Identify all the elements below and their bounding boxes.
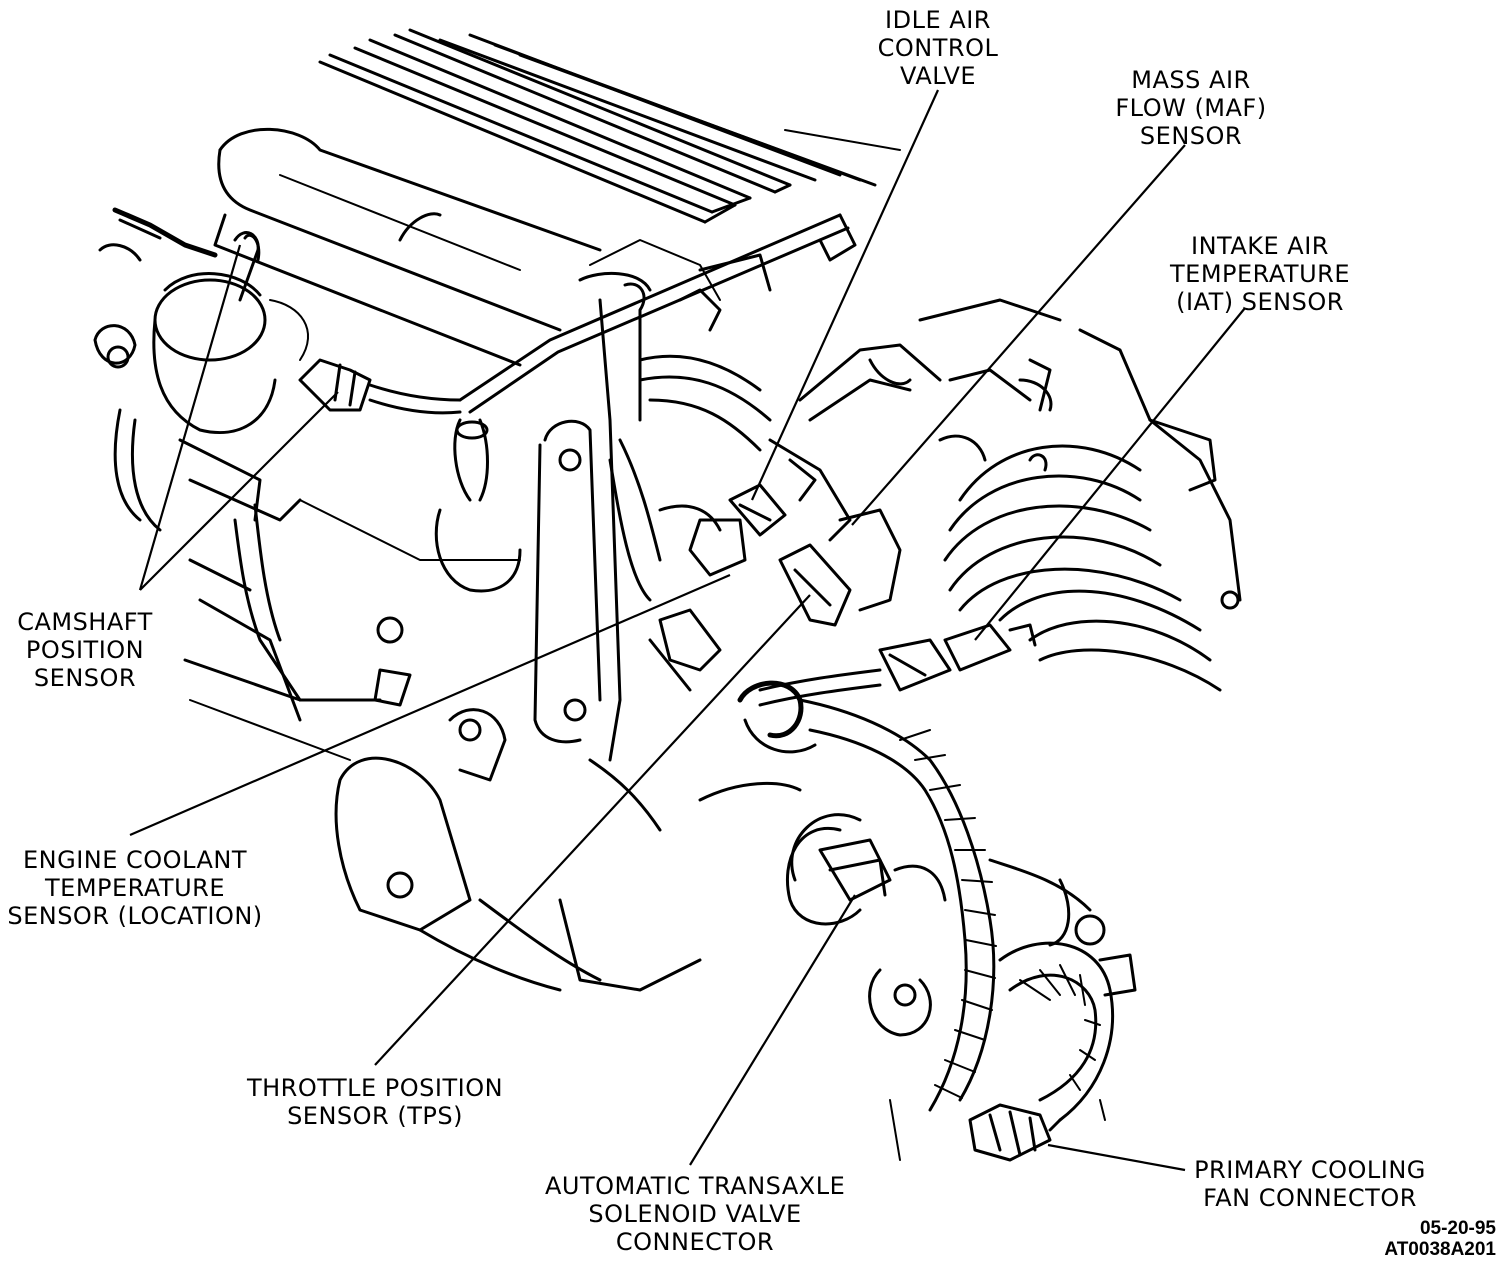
label-line: PRIMARY COOLING xyxy=(1194,1156,1426,1184)
leader-camshaft-a xyxy=(138,244,242,591)
label-line: THROTTLE POSITION xyxy=(246,1074,504,1102)
leader-lines xyxy=(129,89,1246,1172)
leader-camshaft-b xyxy=(139,391,339,591)
label-line: IDLE AIR xyxy=(885,6,991,34)
leader-tps xyxy=(374,594,811,1066)
leader-maf xyxy=(851,144,1186,526)
leader-idle-air xyxy=(750,89,940,501)
air-intake-duct xyxy=(798,298,1242,692)
camshaft-sensor-harness xyxy=(112,207,462,415)
label-transaxle-solenoid-connector: AUTOMATIC TRANSAXLE SOLENOID VALVE CONNE… xyxy=(545,1172,845,1256)
label-line: INTAKE AIR xyxy=(1191,232,1329,260)
label-line: FAN CONNECTOR xyxy=(1203,1184,1417,1212)
lower-transaxle xyxy=(334,616,1137,1162)
upper-intake-plenum xyxy=(213,127,721,367)
label-iat-sensor: INTAKE AIR TEMPERATURE (IAT) SENSOR xyxy=(1160,232,1360,316)
label-line: FLOW (MAF) xyxy=(1115,94,1267,122)
iat-connector xyxy=(758,623,1037,707)
intake-manifold-fins xyxy=(318,28,901,224)
label-line: POSITION xyxy=(25,636,145,664)
leader-ect xyxy=(129,573,731,837)
label-line: SENSOR xyxy=(33,664,137,692)
leader-cooling-fan xyxy=(1047,1143,1186,1172)
label-line: CONTROL xyxy=(877,34,999,62)
leader-iat xyxy=(974,307,1246,641)
wiring-harness xyxy=(737,680,997,1112)
label-throttle-position-sensor: THROTTLE POSITION SENSOR (TPS) xyxy=(240,1074,510,1130)
label-engine-coolant-temperature-sensor: ENGINE COOLANT TEMPERATURE SENSOR (LOCAT… xyxy=(0,846,270,930)
label-line: VALVE xyxy=(899,62,977,90)
label-camshaft-position-sensor: CAMSHAFT POSITION SENSOR xyxy=(10,608,160,692)
label-line: SENSOR (LOCATION) xyxy=(7,902,263,930)
label-line: CONNECTOR xyxy=(615,1228,775,1256)
label-line: SENSOR xyxy=(1139,122,1243,150)
label-line: TEMPERATURE xyxy=(1170,260,1350,288)
figure-code: 05-20-95 AT0038A201 xyxy=(1340,1218,1496,1260)
label-idle-air-control-valve: IDLE AIR CONTROL VALVE xyxy=(876,6,1000,90)
engine-block-left xyxy=(93,243,521,761)
label-line: (IAT) SENSOR xyxy=(1176,288,1344,316)
label-line: MASS AIR xyxy=(1131,66,1251,94)
label-line: SOLENOID VALVE xyxy=(588,1200,802,1228)
label-line: TEMPERATURE xyxy=(45,874,225,902)
sensor-cluster xyxy=(648,438,902,692)
leader-transaxle xyxy=(689,894,856,1166)
label-line: SENSOR (TPS) xyxy=(287,1102,463,1130)
vacuum-line xyxy=(434,213,857,593)
figure-date: 05-20-95 xyxy=(1419,1218,1496,1239)
throttle-body-bracket xyxy=(533,253,772,762)
label-line: CAMSHAFT xyxy=(17,608,153,636)
label-line: AUTOMATIC TRANSAXLE xyxy=(545,1172,846,1200)
label-maf-sensor: MASS AIR FLOW (MAF) SENSOR xyxy=(1106,66,1276,150)
figure-id: AT0038A201 xyxy=(1384,1239,1496,1260)
label-primary-cooling-fan-connector: PRIMARY COOLING FAN CONNECTOR xyxy=(1185,1156,1435,1212)
label-line: ENGINE COOLANT xyxy=(22,846,248,874)
